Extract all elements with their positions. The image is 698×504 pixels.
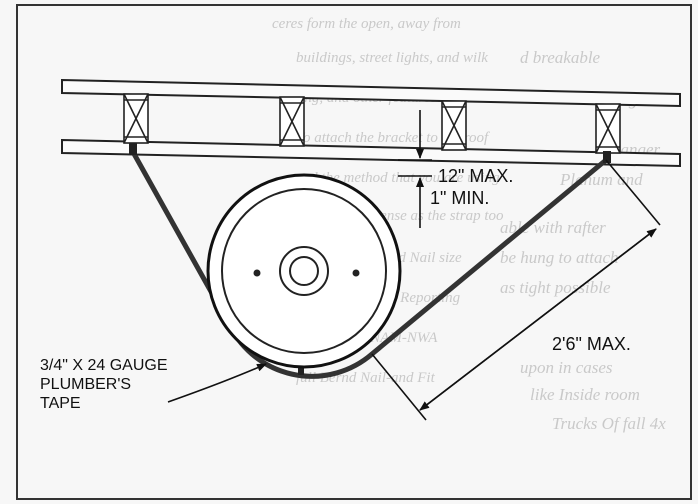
- joist-block: [441, 100, 467, 151]
- joist-block: [279, 96, 305, 147]
- background-text-line: like Inside room: [530, 385, 640, 404]
- upper-board: [61, 78, 681, 108]
- tape-spec-label: 3/4" X 24 GAUGE PLUMBER'S TAPE: [40, 356, 168, 413]
- strap-fastener: [129, 143, 611, 375]
- background-text-line: as tight possible: [500, 278, 611, 297]
- joist-block: [123, 93, 149, 144]
- background-text-line: Trucks Of fall 4x: [552, 414, 666, 433]
- background-text-line: To attach the bracket to the roof: [296, 130, 489, 146]
- background-text-line: ceres form the open, away from: [272, 16, 461, 32]
- lower-board: [61, 138, 681, 168]
- tape-spec-line: PLUMBER'S: [40, 376, 132, 393]
- background-text-line: d breakable: [520, 48, 601, 67]
- background-text-line: upon in cases: [520, 358, 613, 377]
- tape-leader-arrow: [167, 363, 267, 403]
- background-text-line: buildings, street lights, and wilk: [296, 50, 488, 66]
- figure-border: [16, 4, 692, 500]
- background-text-line: ned the method that you are using: [296, 170, 500, 186]
- clearance-min-label: 1" MIN.: [430, 188, 490, 208]
- clearance-max-label: 12" MAX.: [438, 166, 514, 186]
- tank-circle: [206, 173, 402, 369]
- background-text-line: be hung to attach: [500, 248, 619, 267]
- clearance-dimension: [398, 110, 432, 228]
- strap-span-dimension: [371, 159, 661, 421]
- joist-block: [595, 103, 621, 154]
- tape-spec-line: TAPE: [40, 395, 81, 412]
- strap-span-label: 2'6" MAX.: [552, 334, 631, 354]
- tape-spec-line: 3/4" X 24 GAUGE: [40, 357, 168, 374]
